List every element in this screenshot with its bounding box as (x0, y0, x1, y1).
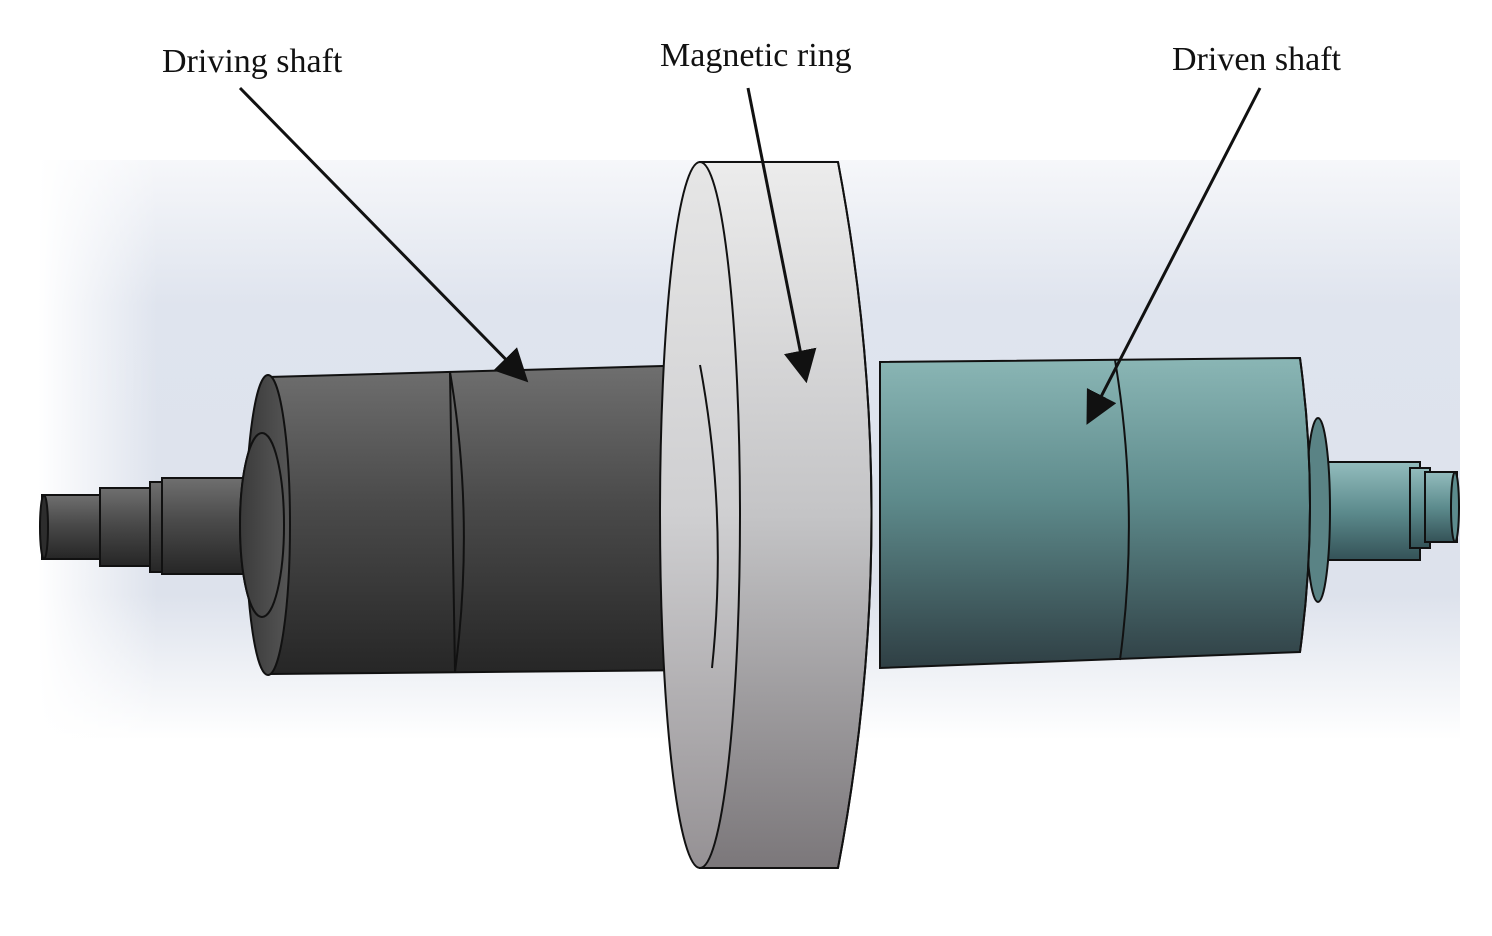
arrow-driving-shaft (238, 86, 529, 383)
label-driving-shaft: Driving shaft (162, 43, 343, 80)
arrow-driven-shaft (1086, 87, 1262, 425)
arrow-magnetic-ring (746, 87, 817, 384)
label-driven-shaft: Driven shaft (1172, 41, 1342, 78)
driven-shaft (879, 356, 1460, 670)
label-magnetic-ring: Magnetic ring (660, 37, 852, 74)
driving-shaft (39, 363, 717, 676)
magnetic-ring (659, 161, 873, 869)
